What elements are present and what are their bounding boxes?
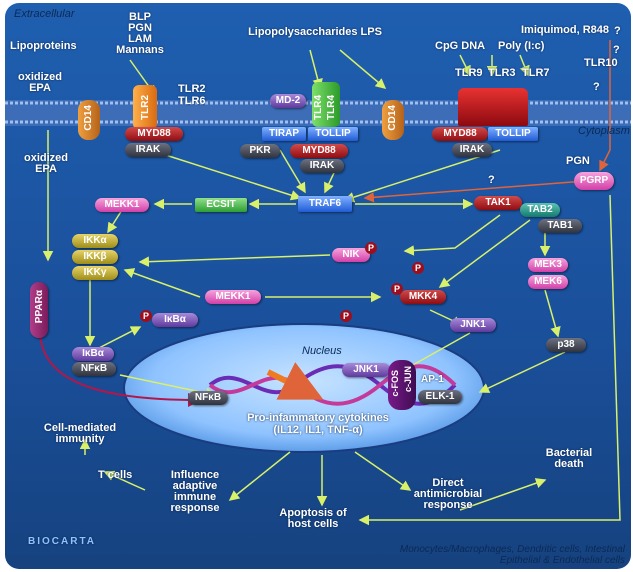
ikba-complex: IκBα	[72, 347, 114, 361]
nfkb-nuclear: NFκB	[188, 391, 228, 405]
tlr6-label: TLR6	[178, 95, 206, 107]
dna-helix-icon	[208, 362, 457, 406]
tlr3-label: TLR3	[488, 67, 516, 79]
tollip-right: TOLLIP	[488, 127, 538, 141]
bacterial-death: Bacterial death	[545, 447, 593, 470]
tirap: TIRAP	[262, 127, 306, 141]
elk1: ELK-1	[418, 390, 462, 404]
md2-protein: MD-2	[270, 94, 306, 108]
pgn-right-label: PGN	[566, 155, 590, 167]
ecsit: ECSIT	[195, 198, 247, 212]
pgn-label: PGN	[128, 22, 152, 34]
irak-left: IRAK	[125, 143, 171, 157]
tlr4-receptor	[312, 82, 340, 127]
tlr10-label: TLR10	[584, 57, 618, 69]
ikk-gamma: IKKγ	[72, 266, 118, 280]
question-mark-2: ?	[613, 44, 620, 56]
pgrp: PGRP	[574, 172, 614, 190]
jnk1-cytoplasm: JNK1	[450, 318, 496, 332]
tlr2-label: TLR2	[178, 83, 206, 95]
ap1-label: AP-1	[421, 374, 444, 385]
tlr7-label: TLR7	[522, 67, 550, 79]
cd14-right-label: CD14	[387, 105, 398, 131]
cd14-right-receptor	[382, 100, 404, 140]
ikk-alpha: IKKα	[72, 234, 118, 248]
cd14-left-label: CD14	[83, 105, 94, 131]
tlr4a-label: TLR4	[313, 95, 324, 120]
jnk1-nuclear: JNK1	[342, 363, 390, 377]
imiquimod-label: Imiquimod, R848	[520, 24, 610, 36]
pkr: PKR	[240, 144, 280, 158]
mkk4-phospho: P	[391, 283, 403, 295]
nik: NIK	[332, 248, 370, 262]
oxidized-epa-label: oxidized EPA	[23, 152, 68, 175]
mannans-label: Mannans	[116, 44, 164, 56]
ikba-phospho: P	[140, 310, 152, 322]
traf6: TRAF6	[298, 196, 352, 212]
tollip-mid: TOLLIP	[308, 127, 358, 141]
nik-phospho: P	[365, 242, 377, 254]
myd88-right: MYD88	[432, 127, 488, 141]
cytokines-line2: (IL12, IL1, TNF-α)	[273, 424, 363, 436]
irak-mid: IRAK	[300, 159, 344, 173]
polyic-label: Poly (I:c)	[498, 40, 545, 52]
p38: p38	[546, 338, 586, 352]
lipoproteins-label: Lipoproteins	[10, 40, 77, 52]
apoptosis-host-cells: Apoptosis of host cells	[279, 507, 347, 530]
nucleus-label: Nucleus	[302, 345, 342, 357]
ikk-beta: IKKβ	[72, 250, 118, 264]
ppar-alpha-label: PPARα	[34, 290, 45, 324]
ikba-phosphorylated: IκBα	[152, 313, 198, 327]
blp-label: BLP	[129, 11, 151, 23]
tak1: TAK1	[474, 196, 522, 210]
lam-label: LAM	[128, 33, 152, 45]
t-cells: T cells	[98, 469, 133, 481]
mekk1-mid: MEKK1	[205, 290, 261, 304]
mekk1-top: MEKK1	[95, 198, 149, 212]
mkk4-phospho-2: P	[340, 310, 352, 322]
oxidized-epa-top-label: oxidized EPA	[17, 71, 62, 94]
nik-phospho-2: P	[412, 262, 424, 274]
tlr4b-label: TLR4	[326, 95, 337, 120]
cjun-label: c-JUN	[403, 366, 413, 393]
tab2: TAB2	[520, 203, 560, 217]
tlr9-label: TLR9	[455, 67, 483, 79]
signal-arrows	[42, 40, 621, 526]
cfos-label: c-FOS	[390, 370, 400, 397]
cell-mediated-immunity: Cell-mediated immunity	[43, 422, 117, 445]
question-mark-4: ?	[488, 174, 495, 186]
extracellular-label: Extracellular	[14, 8, 75, 20]
biocarta-logo: BIOCARTA	[28, 536, 97, 547]
tlr2-receptor-label: TLR2	[140, 95, 151, 120]
cpg-dna-label: CpG DNA	[435, 40, 486, 52]
myd88-left: MYD88	[125, 127, 183, 141]
tlr-endosomal-receptor	[458, 88, 528, 126]
myd88-mid: MYD88	[290, 144, 348, 158]
mek3: MEK3	[528, 258, 568, 272]
irak-right: IRAK	[452, 143, 492, 157]
cd14-left-receptor	[78, 100, 100, 140]
ap1-complex	[388, 360, 416, 410]
cytokines-line1: Pro-infammatory cytokines	[247, 412, 389, 424]
mek6: MEK6	[528, 275, 568, 289]
cell-types-caption: Monocytes/Macrophages, Dendritic cells, …	[399, 544, 625, 566]
tab1: TAB1	[538, 219, 582, 233]
nfkb-complex: NFκB	[72, 362, 116, 376]
cytoplasm-label: Cytoplasm	[578, 125, 630, 137]
tlr2-receptor	[133, 85, 157, 130]
influence-adaptive-response: Influence adaptive immune response	[170, 469, 220, 514]
question-mark-3: ?	[593, 81, 600, 93]
question-mark-1: ?	[614, 25, 621, 37]
ppar-alpha	[30, 282, 48, 338]
lps-label: Lipopolysaccharides LPS	[248, 26, 382, 38]
mkk4: MKK4	[400, 290, 446, 304]
direct-antimicrobial-response: Direct antimicrobial response	[413, 477, 483, 511]
